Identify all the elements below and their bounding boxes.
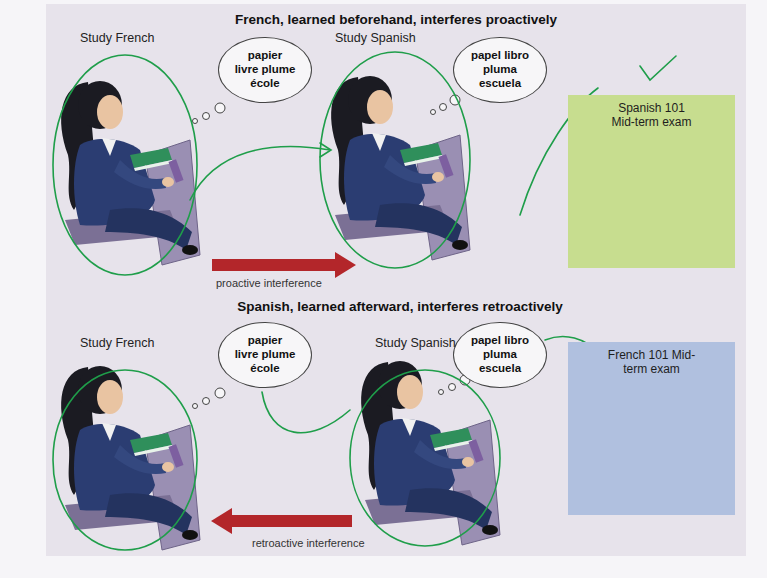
arrow-label: proactive interference	[216, 277, 322, 289]
thought-dots	[193, 95, 471, 409]
thought-bubble: papier livre plume école	[218, 322, 311, 388]
bubble-words: papel libro pluma escuela	[469, 334, 530, 375]
bubble-words: papier livre plume école	[234, 334, 295, 375]
student-figure	[331, 76, 470, 260]
exam-sheet: French 101 Mid-term exam	[568, 342, 735, 515]
panel-heading: French, learned beforehand, interferes p…	[235, 12, 557, 27]
thought-bubble: papel libro pluma escuela	[453, 37, 546, 103]
interference-arrow	[212, 252, 356, 278]
scene-label: Study French	[80, 31, 154, 45]
interference-arrow	[211, 508, 352, 534]
exam-sheet: Spanish 101 Mid-term exam	[568, 95, 735, 268]
bubble-words: papier livre plume école	[234, 49, 295, 90]
student-figure	[61, 366, 200, 550]
thought-bubble: papier livre plume école	[218, 37, 311, 103]
scene-label: Study Spanish	[375, 336, 456, 350]
panel-heading: Spanish, learned afterward, interferes r…	[237, 299, 563, 314]
exam-title: Spanish 101 Mid-term exam	[606, 101, 698, 130]
arrow-label: retroactive interference	[252, 537, 365, 549]
bubble-words: papel libro pluma escuela	[469, 49, 530, 90]
thought-bubble: papel libro pluma escuela	[453, 322, 546, 388]
student-figure	[361, 361, 500, 545]
scene-label: Study French	[80, 336, 154, 350]
background-panel	[46, 4, 746, 556]
exam-title: French 101 Mid-term exam	[606, 348, 698, 377]
scene-label: Study Spanish	[335, 31, 416, 45]
